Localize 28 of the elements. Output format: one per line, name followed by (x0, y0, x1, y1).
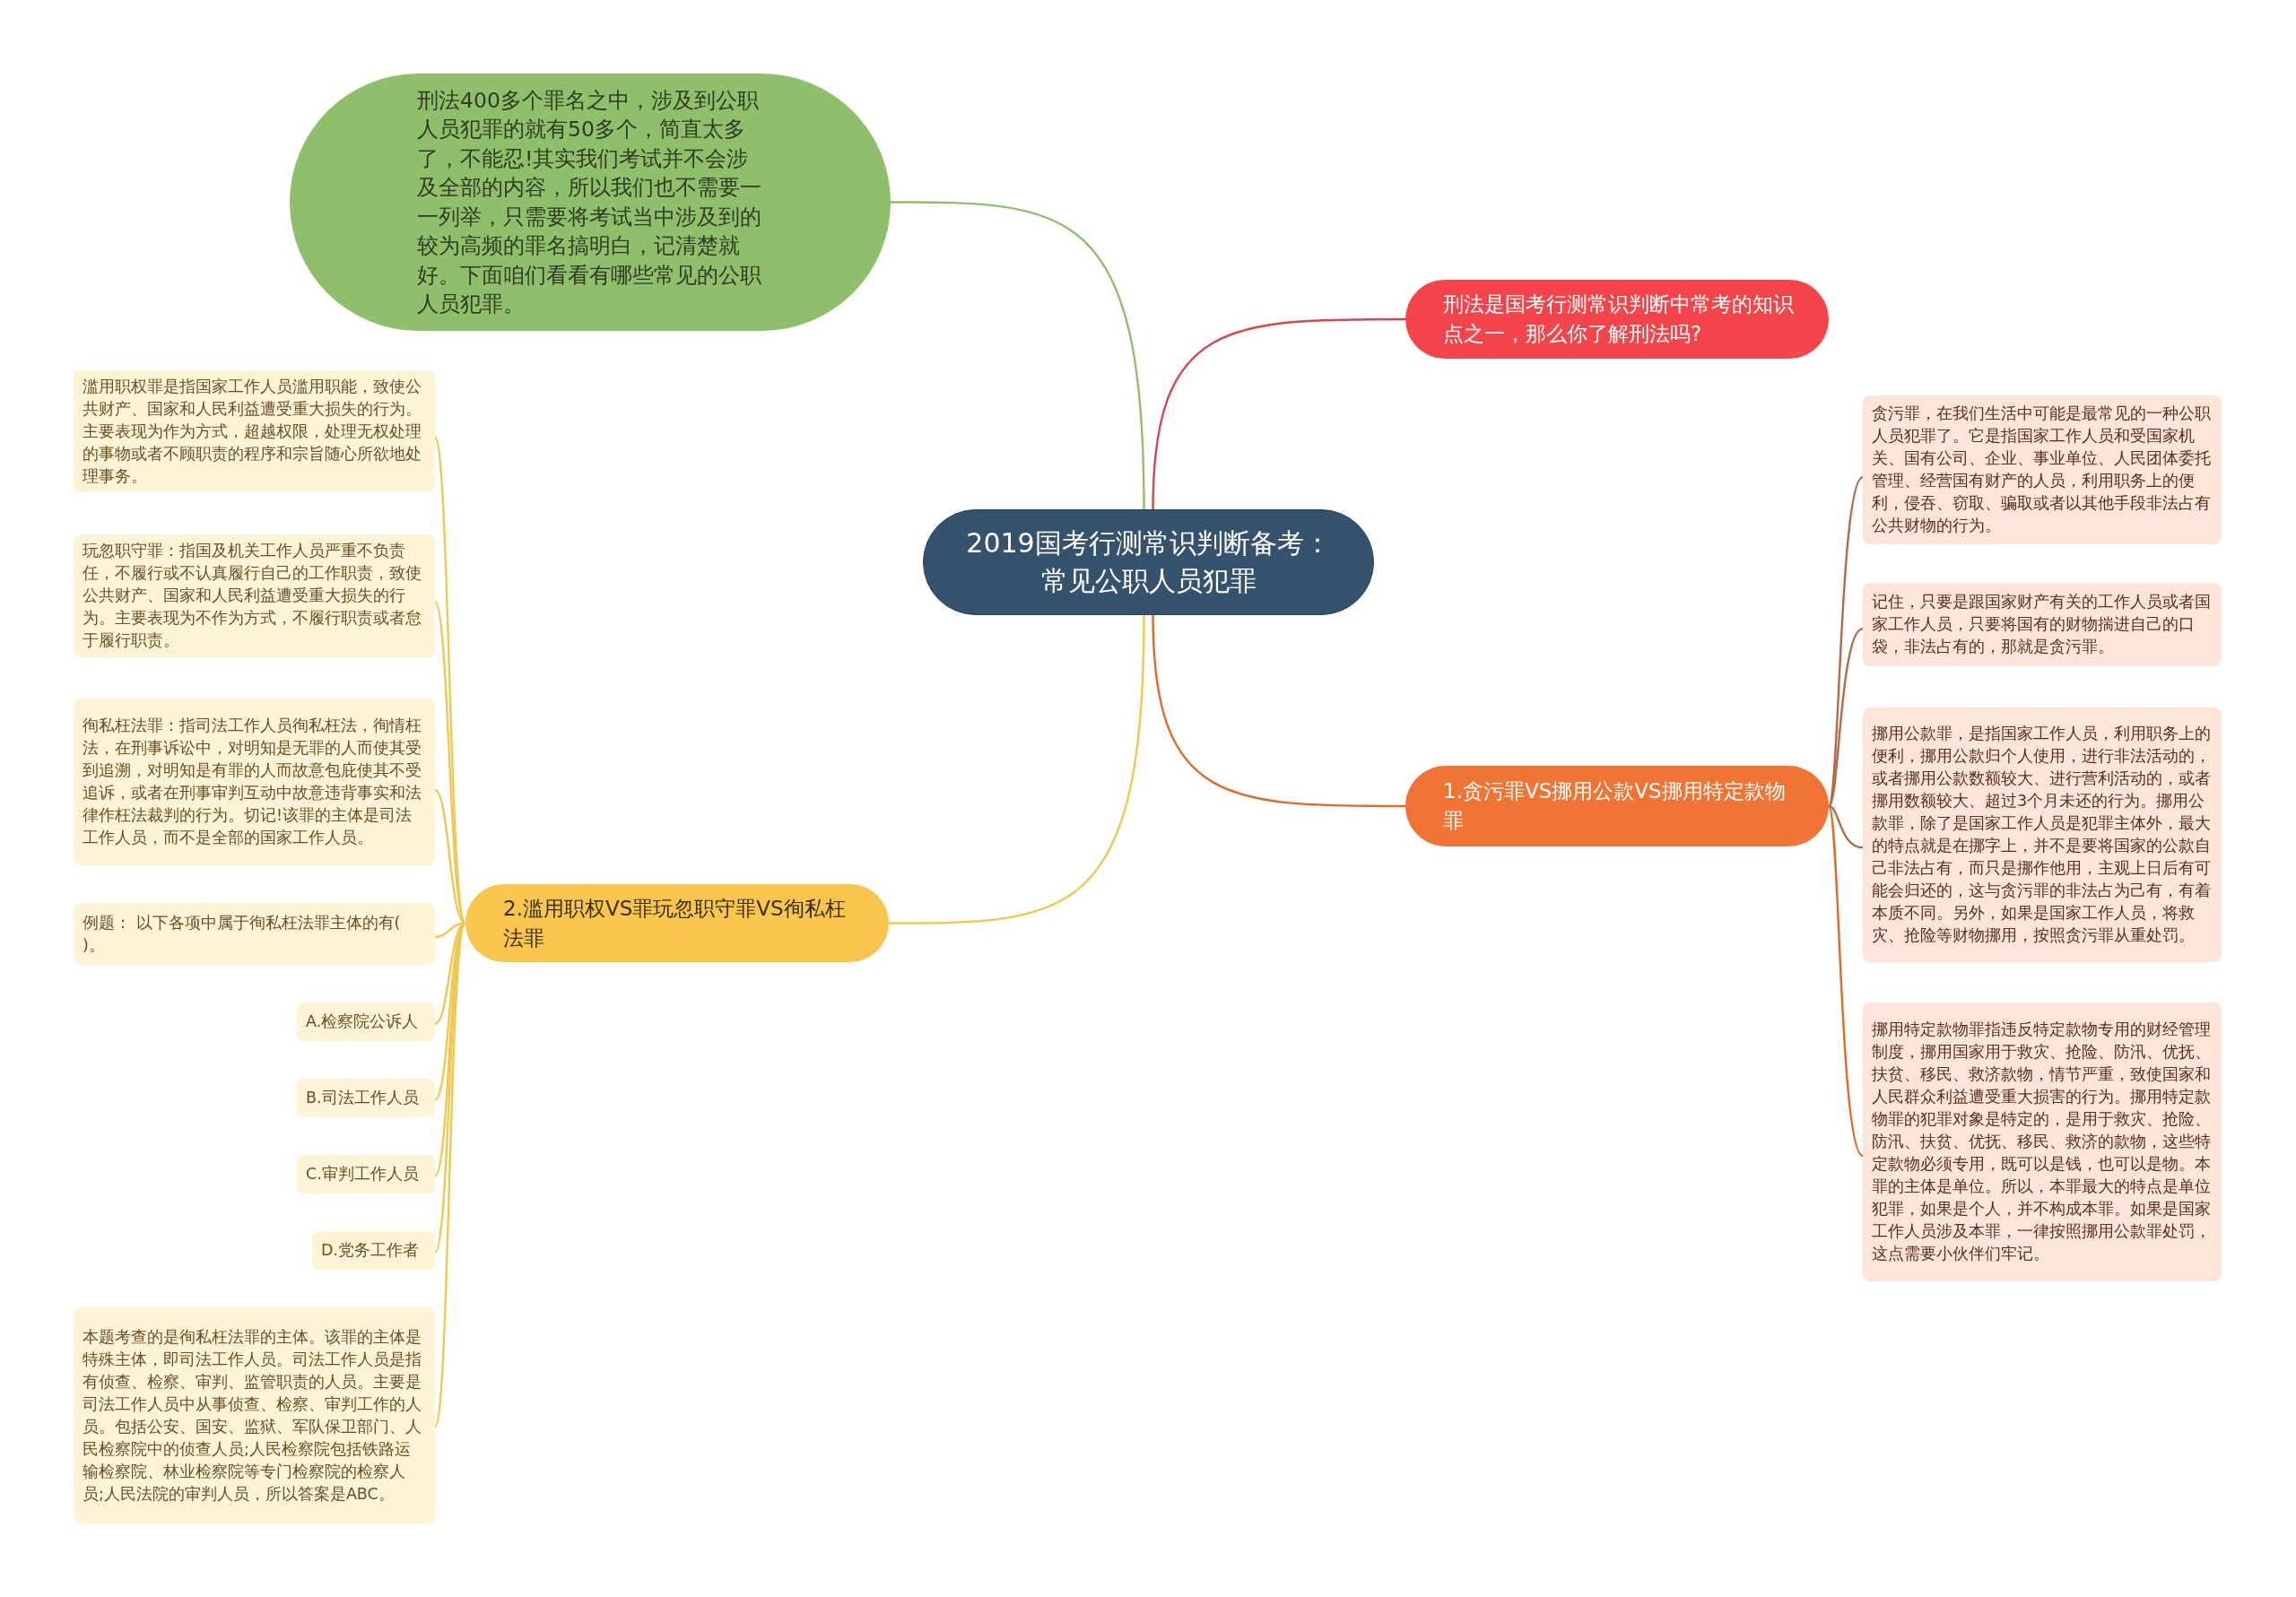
text-box: D.党务工作者 (312, 1231, 435, 1270)
connector (1152, 614, 1405, 808)
connector (1828, 628, 1864, 807)
connector (1827, 805, 1864, 1157)
text-box: 挪用特定款物罪指违反特定款物专用的财经管理制度，挪用国家用于救灾、抢险、防汛、优抚、扶贫、移民、救济款物，情节严重，致使国家和人民群众利益遭受重大损害的行为。挪用特定款物罪的犯罪对象是特定的，是用于救灾、抢险、防汛、扶贫、优抚、移民、救济的款物，这些特定款物必须专用，既可以是钱，也可以是物。本罪的主体是单位。所以，本罪最大的特点是单位犯罪，如果是个人，并不构成本罪。如果是国家工作人员涉及本罪，一律按照挪用公款罪处罚，这点需要小伙伴们牢记。 (1863, 1002, 2222, 1281)
text-box: B.司法工作人员 (297, 1079, 435, 1117)
branch-box: 刑法是国考行测常识判断中常考的知识点之一，那么你了解刑法吗? (1405, 280, 1829, 359)
text-box: A.检察院公诉人 (297, 1002, 435, 1041)
connector (433, 923, 467, 1428)
connector (433, 437, 467, 924)
connector (434, 789, 466, 924)
text-box: 记住，只要是跟国家财产有关的工作人员或者国家工作人员，只要将国有的财物揣进自己的口袋，非法占有的，那就是贪污罪。 (1863, 583, 2222, 666)
text-box: 徇私枉法罪：指司法工作人员徇私枉法，徇情枉法，在刑事诉讼中，对明知是无罪的人而使其受到追溯，对明知是有罪的人而故意包庇使其不受追诉，或者在刑事审判互动中故意违背事实和法律作枉法裁判的行为。切记!该罪的主体是司法工作人员，而不是全部的国家工作人员。 (74, 699, 435, 865)
text-box: 玩忽职守罪：指国及机关工作人员严重不负责任，不履行或不认真履行自己的工作职责，致使公共财产、国家和人民利益遭受重大损失的行为。主要表现为不作为方式，不履行职责或者怠于履行职责。 (74, 534, 435, 657)
branch-box: 2.滥用职权VS罪玩忽职守罪VS徇私枉法罪 (465, 884, 889, 962)
connector (1152, 317, 1405, 510)
text-box: 滥用职权罪是指国家工作人员滥用职能，致使公共财产、国家和人民利益遭受重大损失的行为。主要表现为作为方式，超越权限，处理无权处理的事物或者不顾职责的程序和宗旨随心所欲地处理事务。 (74, 370, 435, 492)
text-box: 挪用公款罪，是指国家工作人员，利用职务上的便利，挪用公款归个人使用，进行非法活动的，或者挪用公款数额较大、进行营利活动的，或者挪用数额较大、超过3个月未还的行为。挪用公款罪，除了是国家工作人员是犯罪主体外，最大的特点就是在挪字上，并不是要将国家的公款自己非法占有，而只是挪作他用，主观上日后有可能会归还的，这与贪污罪的非法占为己有，有着本质不同。另外，如果是国家工作人员，将救灾、抢险等财物挪用，按照贪污罪从重处罚。 (1863, 707, 2222, 962)
text-box: 例题： 以下各项中属于徇私枉法罪主体的有( )。 (74, 903, 435, 965)
connector (1828, 804, 1864, 849)
connector (889, 614, 1145, 924)
note-bubble: 刑法400多个罪名之中，涉及到公职人员犯罪的就有50多个，简直太多了，不能忍!其实我们考试并不会涉及全部的内容，所以我们也不需要一一列举，只需要将考试当中涉及到的较为高频的罪名搞明白，记清楚就好。下面咱们看看有哪些常见的公职人员犯罪。 (290, 74, 891, 331)
topic-box: 2019国考行测常识判断备考：常见公职人员犯罪 (923, 509, 1374, 615)
connector (891, 201, 1145, 510)
text-box: 本题考查的是徇私枉法罪的主体。该罪的主体是特殊主体，即司法工作人员。司法工作人员是指有侦查、检察、审判、监管职责的人员。主要是司法工作人员中从事侦查、检察、审判工作的人员。包括公安、国安、监狱、军队保卫部门、人民检察院中的侦查人员;人民检察院包括铁路运输检察院、林业检察院等专门检察院的检察人员;人民法院的审判人员，所以答案是ABC。 (74, 1307, 435, 1524)
branch-box: 1.贪污罪VS挪用公款VS挪用特定款物罪 (1405, 766, 1829, 846)
text-box: 贪污罪，在我们生活中可能是最常见的一种公职人员犯罪了。它是指国家工作人员和受国家机关、国有公司、企业、事业单位、人民团体委托管理、经营国有财产的人员，利用职务上的便利，侵吞、窃取、骗取或者以其他手段非法占有公共财物的行为。 (1863, 395, 2222, 544)
text-box: C.审判工作人员 (297, 1155, 435, 1193)
